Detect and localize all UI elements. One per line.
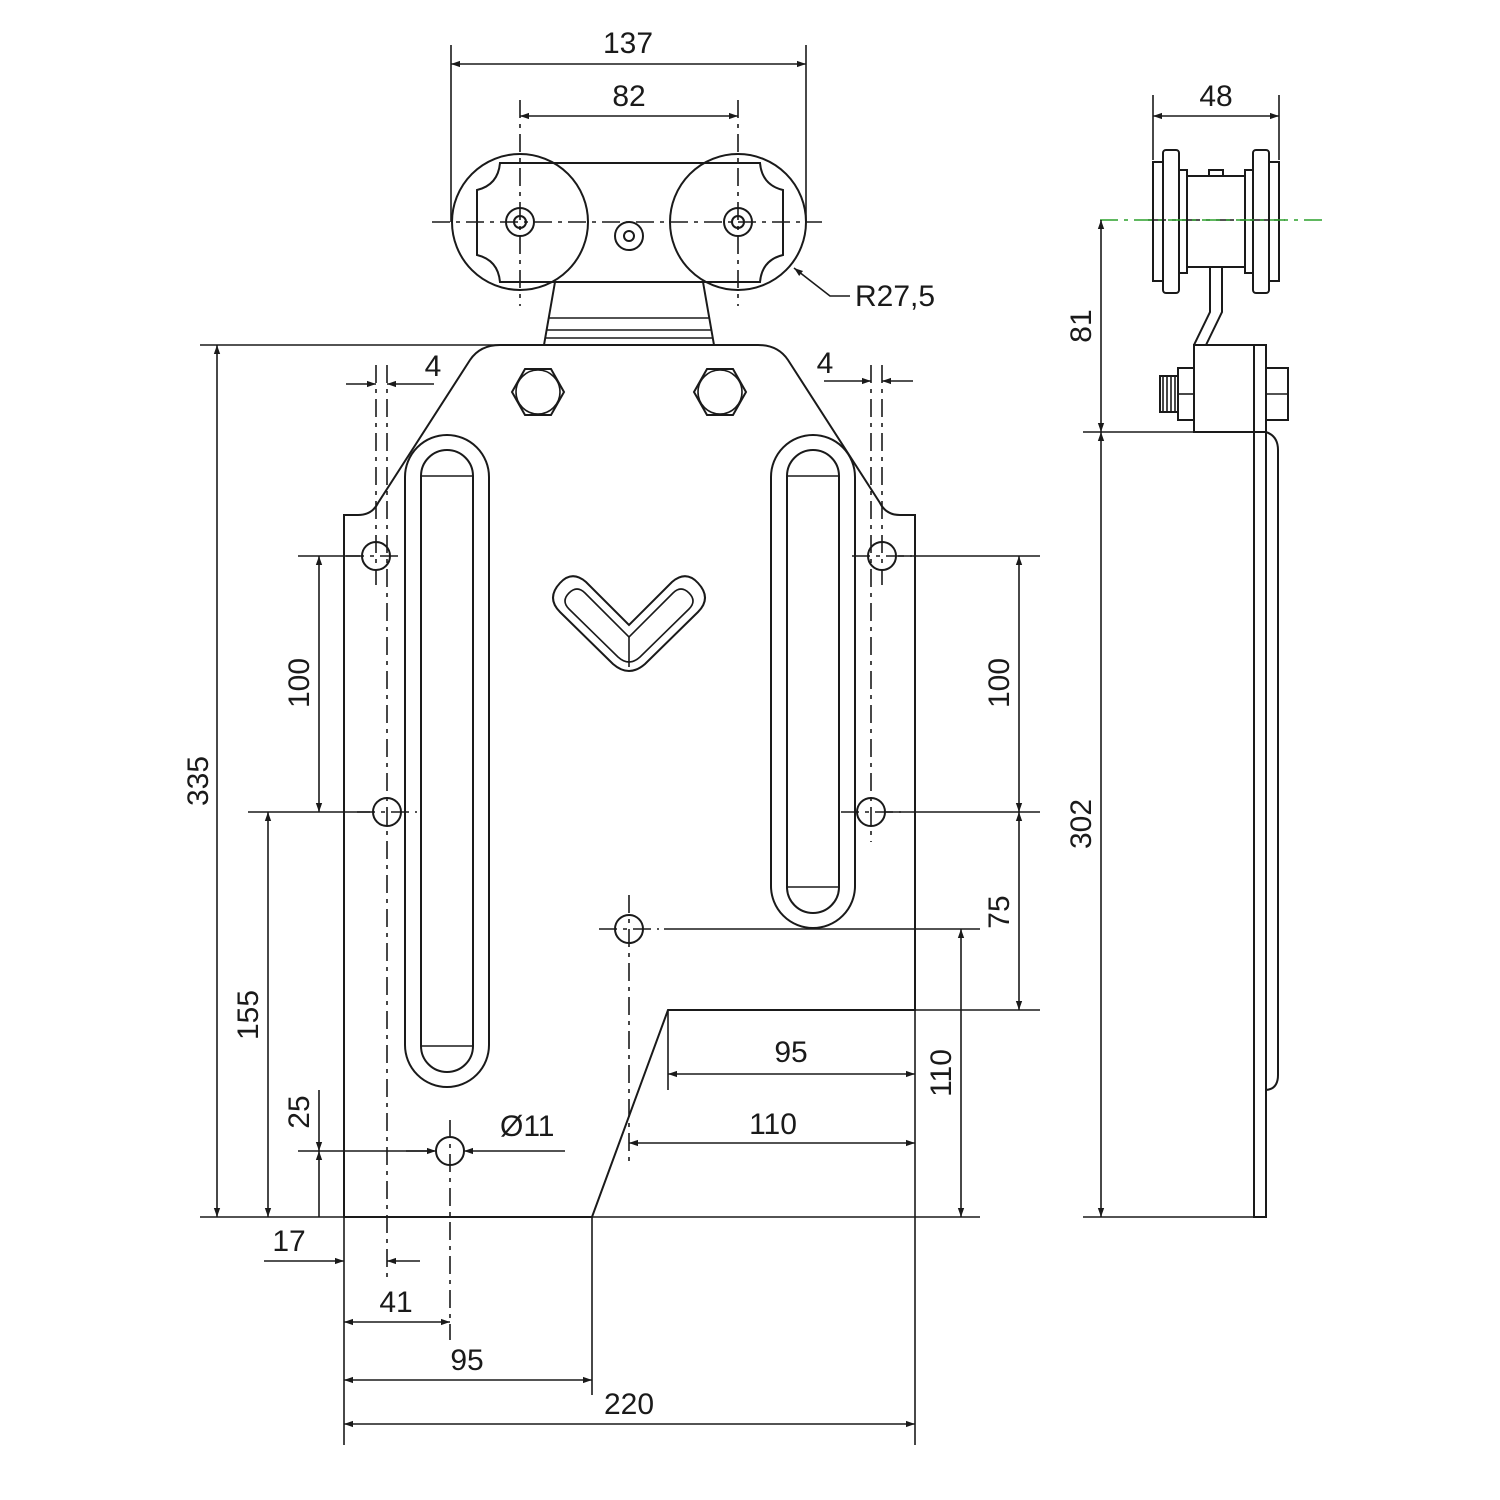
center-pivot-hole <box>614 221 644 251</box>
dim-110-vertical: 110 <box>925 1049 958 1097</box>
dim-155: 155 <box>232 990 265 1040</box>
v-relief <box>552 575 706 672</box>
dim-110-horizontal: 110 <box>749 1108 797 1141</box>
side-plate <box>1253 431 1267 1218</box>
dim-82: 82 <box>612 80 645 113</box>
right-hex-bolt <box>692 368 748 416</box>
dim-302: 302 <box>1065 799 1098 849</box>
side-hub <box>1186 175 1246 268</box>
dim-r27-5: R27,5 <box>855 280 935 313</box>
dim-81: 81 <box>1065 309 1098 342</box>
left-slot <box>404 434 490 1088</box>
dim-220: 220 <box>604 1388 654 1421</box>
dim-75: 75 <box>983 895 1016 928</box>
dim-335: 335 <box>182 756 215 806</box>
dim-100-left: 100 <box>283 658 316 708</box>
dim-100-right: 100 <box>983 658 1016 708</box>
side-wheel-left-flange <box>1162 149 1180 294</box>
dim-95-bottom: 95 <box>450 1344 483 1377</box>
dim-41: 41 <box>379 1286 412 1319</box>
front-dimensions: 137 82 R27,5 335 4 4 100 155 25 <box>182 27 1040 1445</box>
dim-95-cutout: 95 <box>774 1036 807 1069</box>
dim-25: 25 <box>283 1095 316 1128</box>
side-view <box>1100 149 1322 1218</box>
dim-17: 17 <box>272 1225 305 1258</box>
hanger-plate <box>343 344 916 1218</box>
side-bracket <box>1193 344 1255 433</box>
left-wheel <box>451 153 589 291</box>
side-stem <box>1193 267 1223 432</box>
trolley-body <box>476 162 784 283</box>
dim-4-left: 4 <box>425 350 442 383</box>
dim-4-right: 4 <box>817 347 834 380</box>
left-hex-bolt <box>510 368 566 416</box>
dim-48: 48 <box>1199 80 1232 113</box>
trolley-neck <box>542 281 716 346</box>
side-dimensions: 48 81 302 <box>1065 80 1280 1218</box>
side-threaded-stud <box>1159 375 1179 413</box>
side-wheel-right-flange <box>1252 149 1270 294</box>
right-slot <box>770 434 856 929</box>
front-view <box>343 100 916 1340</box>
dim-diameter-11: Ø11 <box>500 1110 554 1143</box>
dim-137: 137 <box>603 27 653 60</box>
